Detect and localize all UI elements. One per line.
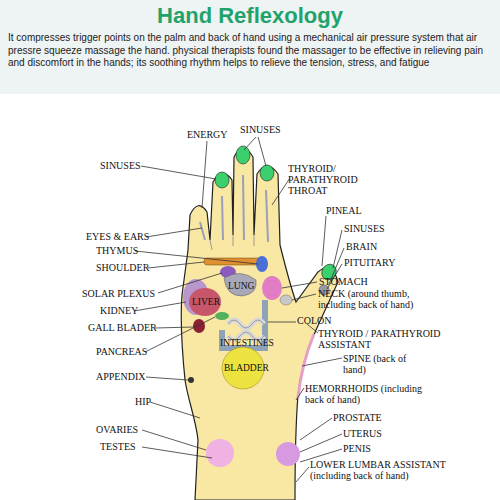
stomach-zone xyxy=(262,276,282,300)
organ-label: KIDNEY xyxy=(100,305,138,316)
organ-label: INTESTINES xyxy=(220,338,274,348)
appendix-spot xyxy=(188,377,194,383)
finger-tip xyxy=(215,172,229,188)
organ-label: SHOULDER xyxy=(96,262,149,273)
organ-label: THYMUS xyxy=(96,245,138,256)
organ-label: BLADDER xyxy=(224,363,269,373)
liver-zone xyxy=(189,288,221,316)
finger-crease xyxy=(210,235,254,250)
organ-label: BRAIN xyxy=(346,241,377,252)
organ-label: APPENDIX xyxy=(96,371,145,382)
intestines-zone xyxy=(228,320,264,340)
organ-label: PITUITARY xyxy=(344,257,395,268)
gall-bladder-zone xyxy=(193,319,205,333)
organ-label: SINUSES xyxy=(100,160,141,171)
organ-label: SOLAR PLEXUS xyxy=(82,288,155,299)
intestines-outline xyxy=(228,320,264,340)
organ-label: THYROID/ PARATHYROID THROAT xyxy=(288,163,370,196)
lung-zone xyxy=(224,273,256,296)
organ-label: PROSTATE xyxy=(333,412,382,423)
organ-label: NECK (around thumb, including back of ha… xyxy=(318,288,428,310)
organ-label: ENERGY xyxy=(187,129,228,140)
ovaries-zone xyxy=(206,439,234,467)
organ-label: GALL BLADER xyxy=(88,322,157,333)
organ-label: TESTES xyxy=(100,441,136,452)
hand-shape xyxy=(181,149,338,500)
organ-label: SPINE (back of hand) xyxy=(343,353,415,375)
organ-label: THYROID / PARATHYROID ASSISTANT xyxy=(318,328,468,350)
organ-label: PANCREAS xyxy=(96,346,147,357)
pancreas-zone xyxy=(215,312,229,320)
organ-label: STOMACH xyxy=(319,276,368,287)
organ-label: SINUSES xyxy=(344,223,385,234)
neck-zone xyxy=(280,295,292,305)
organ-label: PENIS xyxy=(343,443,371,454)
organ-label: LUNG xyxy=(228,281,254,291)
title: Hand Reflexology xyxy=(0,4,500,28)
organ-label: EYES & EARS xyxy=(86,231,149,242)
organ-label: HEMORRHOIDS (including back of hand) xyxy=(305,383,431,405)
header-band xyxy=(0,0,500,94)
organ-label: OVARIES xyxy=(96,424,138,435)
organ-label: LOWER LUMBAR ASSISTANT (including back o… xyxy=(310,459,475,481)
organ-label: COLON xyxy=(297,315,331,326)
organ-label: SINUSES xyxy=(240,124,281,135)
uterus-zone xyxy=(276,442,300,466)
organ-label: LIVER xyxy=(192,297,220,307)
description-text: It compresses trigger points on the palm… xyxy=(8,32,492,70)
organ-label: PINEAL xyxy=(326,205,362,216)
organ-label: HIP xyxy=(135,396,151,407)
finger-tip xyxy=(236,146,250,164)
organ-label: UTERUS xyxy=(343,428,382,439)
finger-zone xyxy=(200,175,268,242)
finger-tip xyxy=(260,165,274,181)
